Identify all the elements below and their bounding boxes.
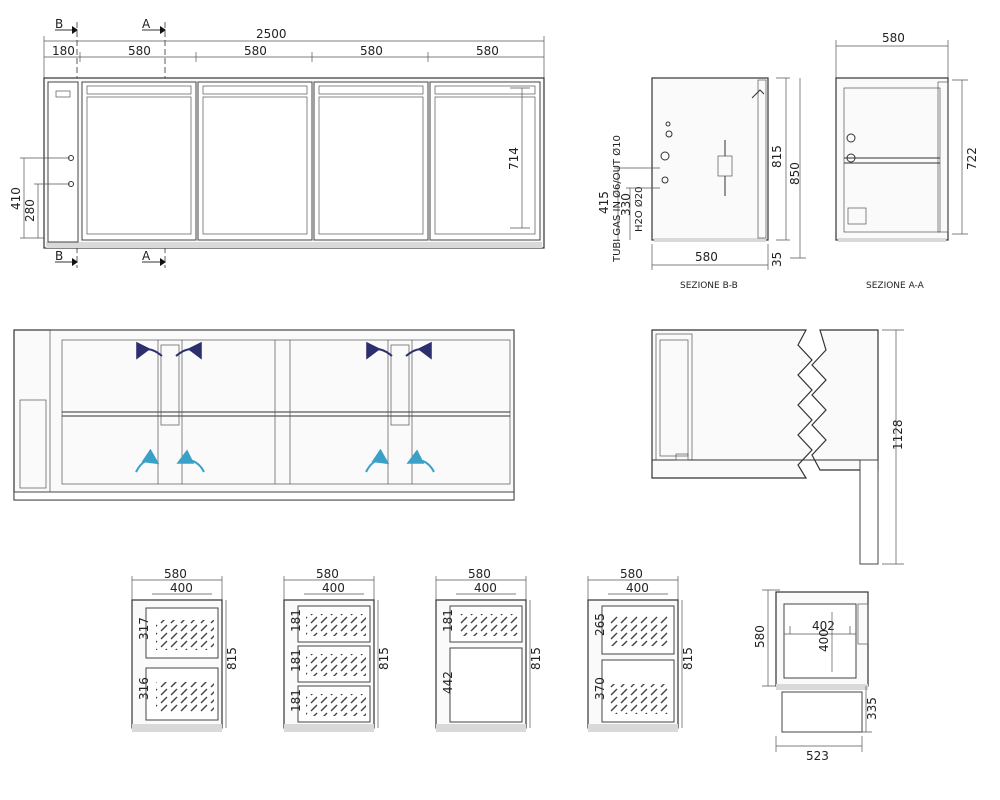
drawer-1-height: 815	[225, 647, 239, 670]
detail-base-width: 523	[806, 749, 829, 763]
drawer-1-inner: 400	[170, 581, 193, 595]
dim-left-panel: 180	[52, 44, 75, 58]
drawer-4-height: 815	[681, 647, 695, 670]
drawer-3-comp-2: 442	[441, 671, 455, 694]
drawer-2-inner: 400	[322, 581, 345, 595]
front-view: B A B A 2500 180 580 580 580 580	[9, 17, 545, 268]
dim-height-280: 280	[23, 199, 37, 222]
caption-section-aa: SEZIONE A-A	[866, 281, 925, 291]
section-mark-b-bottom: B	[55, 249, 63, 263]
detail-height: 400	[817, 629, 831, 652]
label-gas-pipes: TUBI GAS IN Ø6/OUT Ø10	[611, 135, 623, 263]
dim-bb-415: 415	[597, 191, 611, 214]
detail-width: 402	[812, 619, 835, 633]
dim-aa-depth: 580	[882, 31, 905, 45]
drawer-config-1: 580 400 317 316 815	[131, 567, 239, 732]
detail-bottom: 335	[865, 697, 879, 720]
top-section-view	[13, 329, 515, 501]
drawer-3-height: 815	[529, 647, 543, 670]
dim-door-height: 714	[507, 147, 521, 170]
drawer-config-4: 580 400 265 370 815	[587, 567, 695, 732]
side-section-break: 1128	[651, 329, 905, 565]
dim-door-4: 580	[476, 44, 499, 58]
section-b-b: 815 850 35 580 415 330 TUBI GAS IN Ø6/OU…	[597, 77, 806, 291]
drawer-1-depth: 580	[164, 567, 187, 581]
drawer-3-inner: 400	[474, 581, 497, 595]
dim-height-410: 410	[9, 187, 23, 210]
drawer-4-inner: 400	[626, 581, 649, 595]
drawer-config-2: 580 400 181 181 181 815	[283, 567, 391, 732]
dim-door-2: 580	[244, 44, 267, 58]
dim-bb-depth: 580	[695, 250, 718, 264]
drawer-2-height: 815	[377, 647, 391, 670]
drawer-2-depth: 580	[316, 567, 339, 581]
dim-bb-330: 330	[619, 193, 633, 216]
drawer-2-comp-2: 181	[289, 649, 303, 672]
drawer-4-comp-1: 265	[593, 613, 607, 636]
drawer-2-comp-3: 181	[289, 689, 303, 712]
drawer-3-comp-1: 181	[441, 609, 455, 632]
section-a-a: 580 722 SEZIONE A-A	[835, 31, 979, 291]
dim-aa-height: 722	[965, 147, 979, 170]
drawer-config-3: 580 400 181 442 815	[435, 567, 543, 732]
dim-bb-total-height: 850	[788, 162, 802, 185]
label-water-pipe: H2O Ø20	[633, 186, 645, 232]
dim-door-1: 580	[128, 44, 151, 58]
section-mark-a-top: A	[142, 17, 151, 31]
drawer-4-depth: 580	[620, 567, 643, 581]
dim-door-3: 580	[360, 44, 383, 58]
dim-bb-height: 815	[770, 145, 784, 168]
section-mark-a-bottom: A	[142, 249, 151, 263]
section-mark-b-top: B	[55, 17, 63, 31]
drawer-detail: 580 402 400 335 523	[753, 589, 879, 763]
drawer-4-comp-2: 370	[593, 677, 607, 700]
dim-total-width: 2500	[256, 27, 287, 41]
dim-depth-1128: 1128	[891, 419, 905, 450]
detail-depth: 580	[753, 625, 767, 648]
drawer-2-comp-1: 181	[289, 609, 303, 632]
drawer-1-comp-1: 317	[137, 617, 151, 640]
drawer-3-depth: 580	[468, 567, 491, 581]
drawer-1-comp-2: 316	[137, 677, 151, 700]
caption-section-bb: SEZIONE B-B	[680, 281, 738, 291]
dim-bb-base: 35	[770, 252, 784, 267]
